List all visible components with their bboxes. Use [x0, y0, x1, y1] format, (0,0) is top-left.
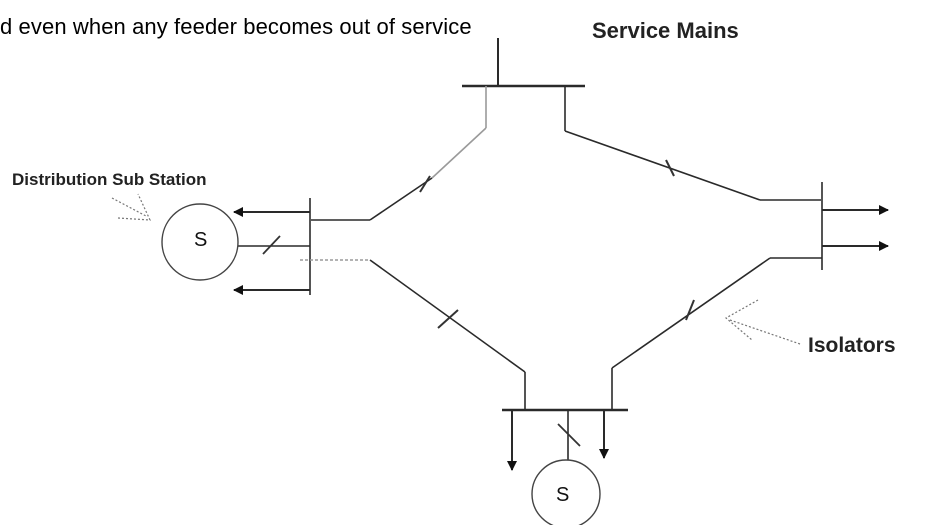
substation-bottom-circle [531, 459, 601, 525]
isolators-label: Isolators [808, 334, 896, 357]
bottom-distribution-bus [502, 408, 628, 471]
isolator-bottom-right [685, 299, 695, 321]
substation-left-circle [161, 203, 239, 281]
feeder-bottom-right [611, 257, 822, 410]
feeder-top-left [310, 86, 487, 221]
feeder-bottom-left [369, 259, 526, 410]
isolator-left-substation [262, 235, 281, 255]
service-mains-busbar [462, 38, 585, 88]
isolator-bottom-left [437, 309, 459, 329]
substation-left-label: S [194, 229, 208, 251]
isolators-pointer [724, 299, 801, 345]
caption-text: d even when any feeder becomes out of se… [0, 14, 472, 39]
right-distribution-bus [821, 182, 889, 270]
isolator-top-right [665, 159, 675, 177]
service-mains-label: Service Mains [592, 18, 739, 43]
feeder-top-right [564, 86, 822, 201]
isolator-top-left [419, 175, 431, 193]
left-distribution-bus [233, 198, 311, 295]
isolator-bottom-substation [557, 423, 581, 447]
distribution-sub-station-label: Distribution Sub Station [12, 170, 207, 189]
substation-bottom-label: S [556, 484, 570, 506]
dss-pointer [111, 193, 151, 221]
